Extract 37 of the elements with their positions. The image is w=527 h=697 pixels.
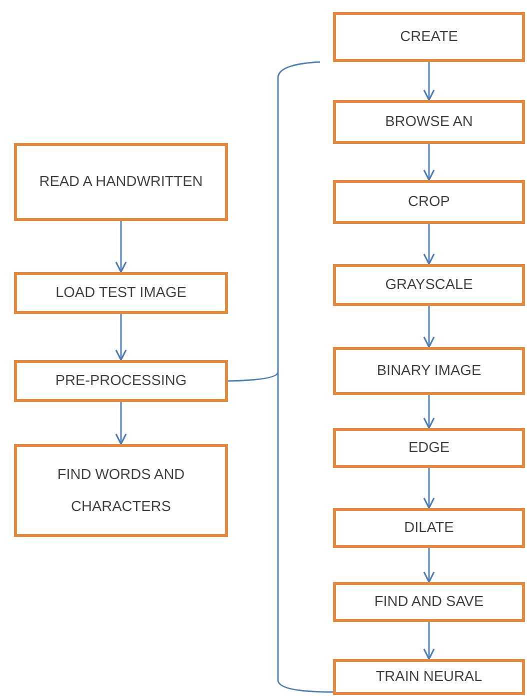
box-label: DILATE	[403, 519, 455, 538]
box-label: BINARY IMAGE	[376, 362, 482, 381]
process-box	[333, 582, 525, 622]
arrow	[423, 62, 435, 101]
process-box	[14, 360, 228, 402]
process-box	[333, 508, 525, 548]
box-label: GRAYSCALE	[384, 276, 474, 295]
box-label: PRE-PROCESSING	[54, 372, 188, 391]
process-box	[333, 100, 525, 144]
box-label: CREATE	[399, 28, 459, 47]
process-box	[14, 444, 228, 537]
arrow	[115, 221, 127, 273]
process-box	[333, 428, 525, 468]
arrow	[423, 144, 435, 181]
box-label: FIND AND SAVE	[373, 593, 485, 612]
process-box	[333, 12, 525, 62]
box-label: FIND WORDS AND CHARACTERS	[56, 466, 186, 516]
process-box	[14, 143, 228, 221]
box-label: EDGE	[407, 439, 451, 458]
box-label: BROWSE AN	[384, 113, 474, 132]
arrow	[115, 314, 127, 361]
process-box	[333, 180, 525, 224]
process-box	[333, 264, 525, 306]
box-label: TRAIN NEURAL	[374, 668, 484, 687]
arrow	[423, 306, 435, 348]
arrow	[423, 548, 435, 583]
arrow	[115, 402, 127, 445]
arrow	[423, 395, 435, 429]
process-box	[14, 272, 228, 314]
box-label: LOAD TEST IMAGE	[54, 284, 188, 303]
arrow	[423, 468, 435, 509]
process-box	[333, 347, 525, 395]
arrow	[423, 622, 435, 660]
box-label: READ A HANDWRITTEN	[38, 173, 204, 192]
box-label: CROP	[407, 193, 451, 212]
arrow	[423, 224, 435, 265]
process-box	[333, 659, 525, 695]
